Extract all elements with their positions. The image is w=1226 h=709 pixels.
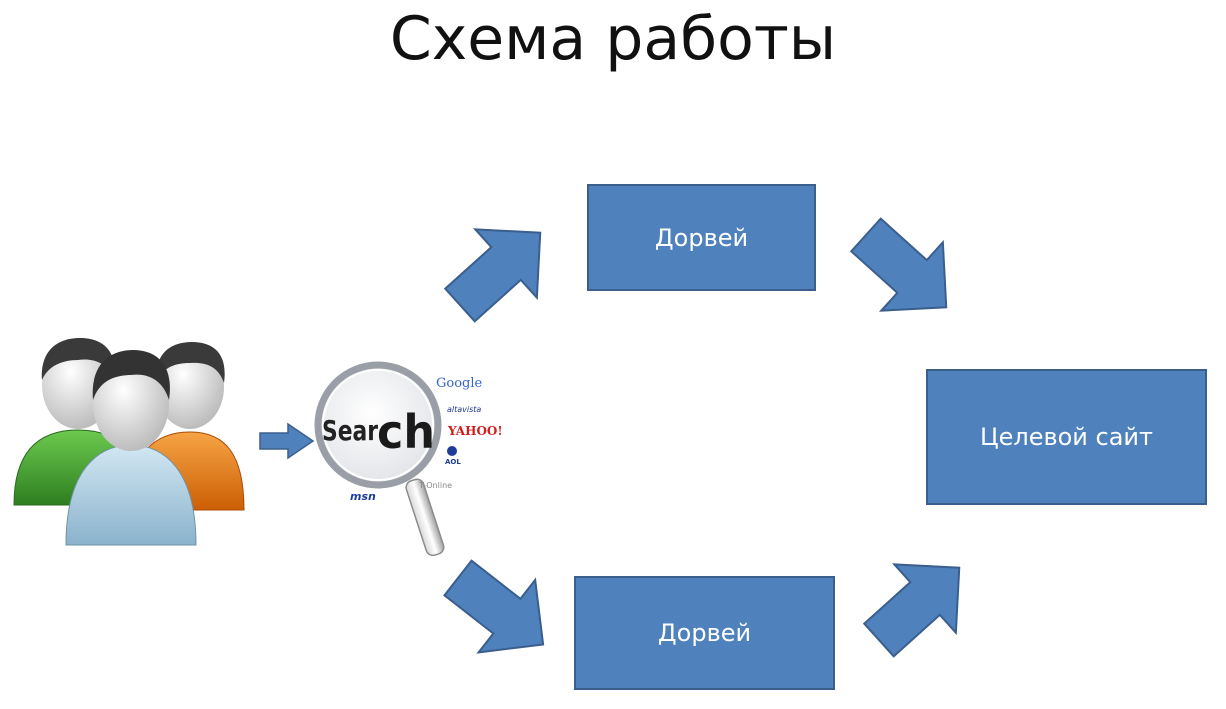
user-blue-icon	[65, 444, 197, 546]
search-text-2: ch	[377, 405, 435, 459]
doorway-box-bottom: Дорвей	[574, 576, 835, 690]
logo-msn: msn	[350, 490, 376, 503]
users-group-icon	[13, 338, 245, 546]
search-text-1: Sear	[322, 414, 378, 447]
arrow-doorway-bottom-to-target	[862, 563, 961, 658]
doorway-box-top: Дорвей	[587, 184, 816, 291]
logo-altavista: altavista	[447, 405, 481, 414]
user-orange-icon	[127, 431, 245, 511]
doorway-top-label: Дорвей	[654, 223, 749, 252]
user-green-icon	[13, 429, 143, 506]
arrow-right-icon	[259, 422, 315, 460]
logo-aol: AOL	[445, 458, 461, 466]
logo-tonline: T-Online	[418, 481, 452, 490]
page-title: Схема работы	[389, 4, 837, 74]
logo-google: Google	[436, 376, 483, 391]
arrow-search-to-doorway-bottom	[443, 559, 545, 654]
arrow-search-to-doorway-top	[443, 228, 542, 323]
search-engines-icon: Sear ch Google altavista YAHOO! AOL T-On…	[314, 361, 503, 557]
target-site-box: Целевой сайт	[926, 369, 1207, 505]
logo-yahoo: YAHOO!	[447, 424, 503, 438]
arrow-doorway-top-to-target	[849, 217, 948, 312]
doorway-bottom-label: Дорвей	[657, 619, 752, 647]
target-site-label: Целевой сайт	[979, 423, 1154, 451]
